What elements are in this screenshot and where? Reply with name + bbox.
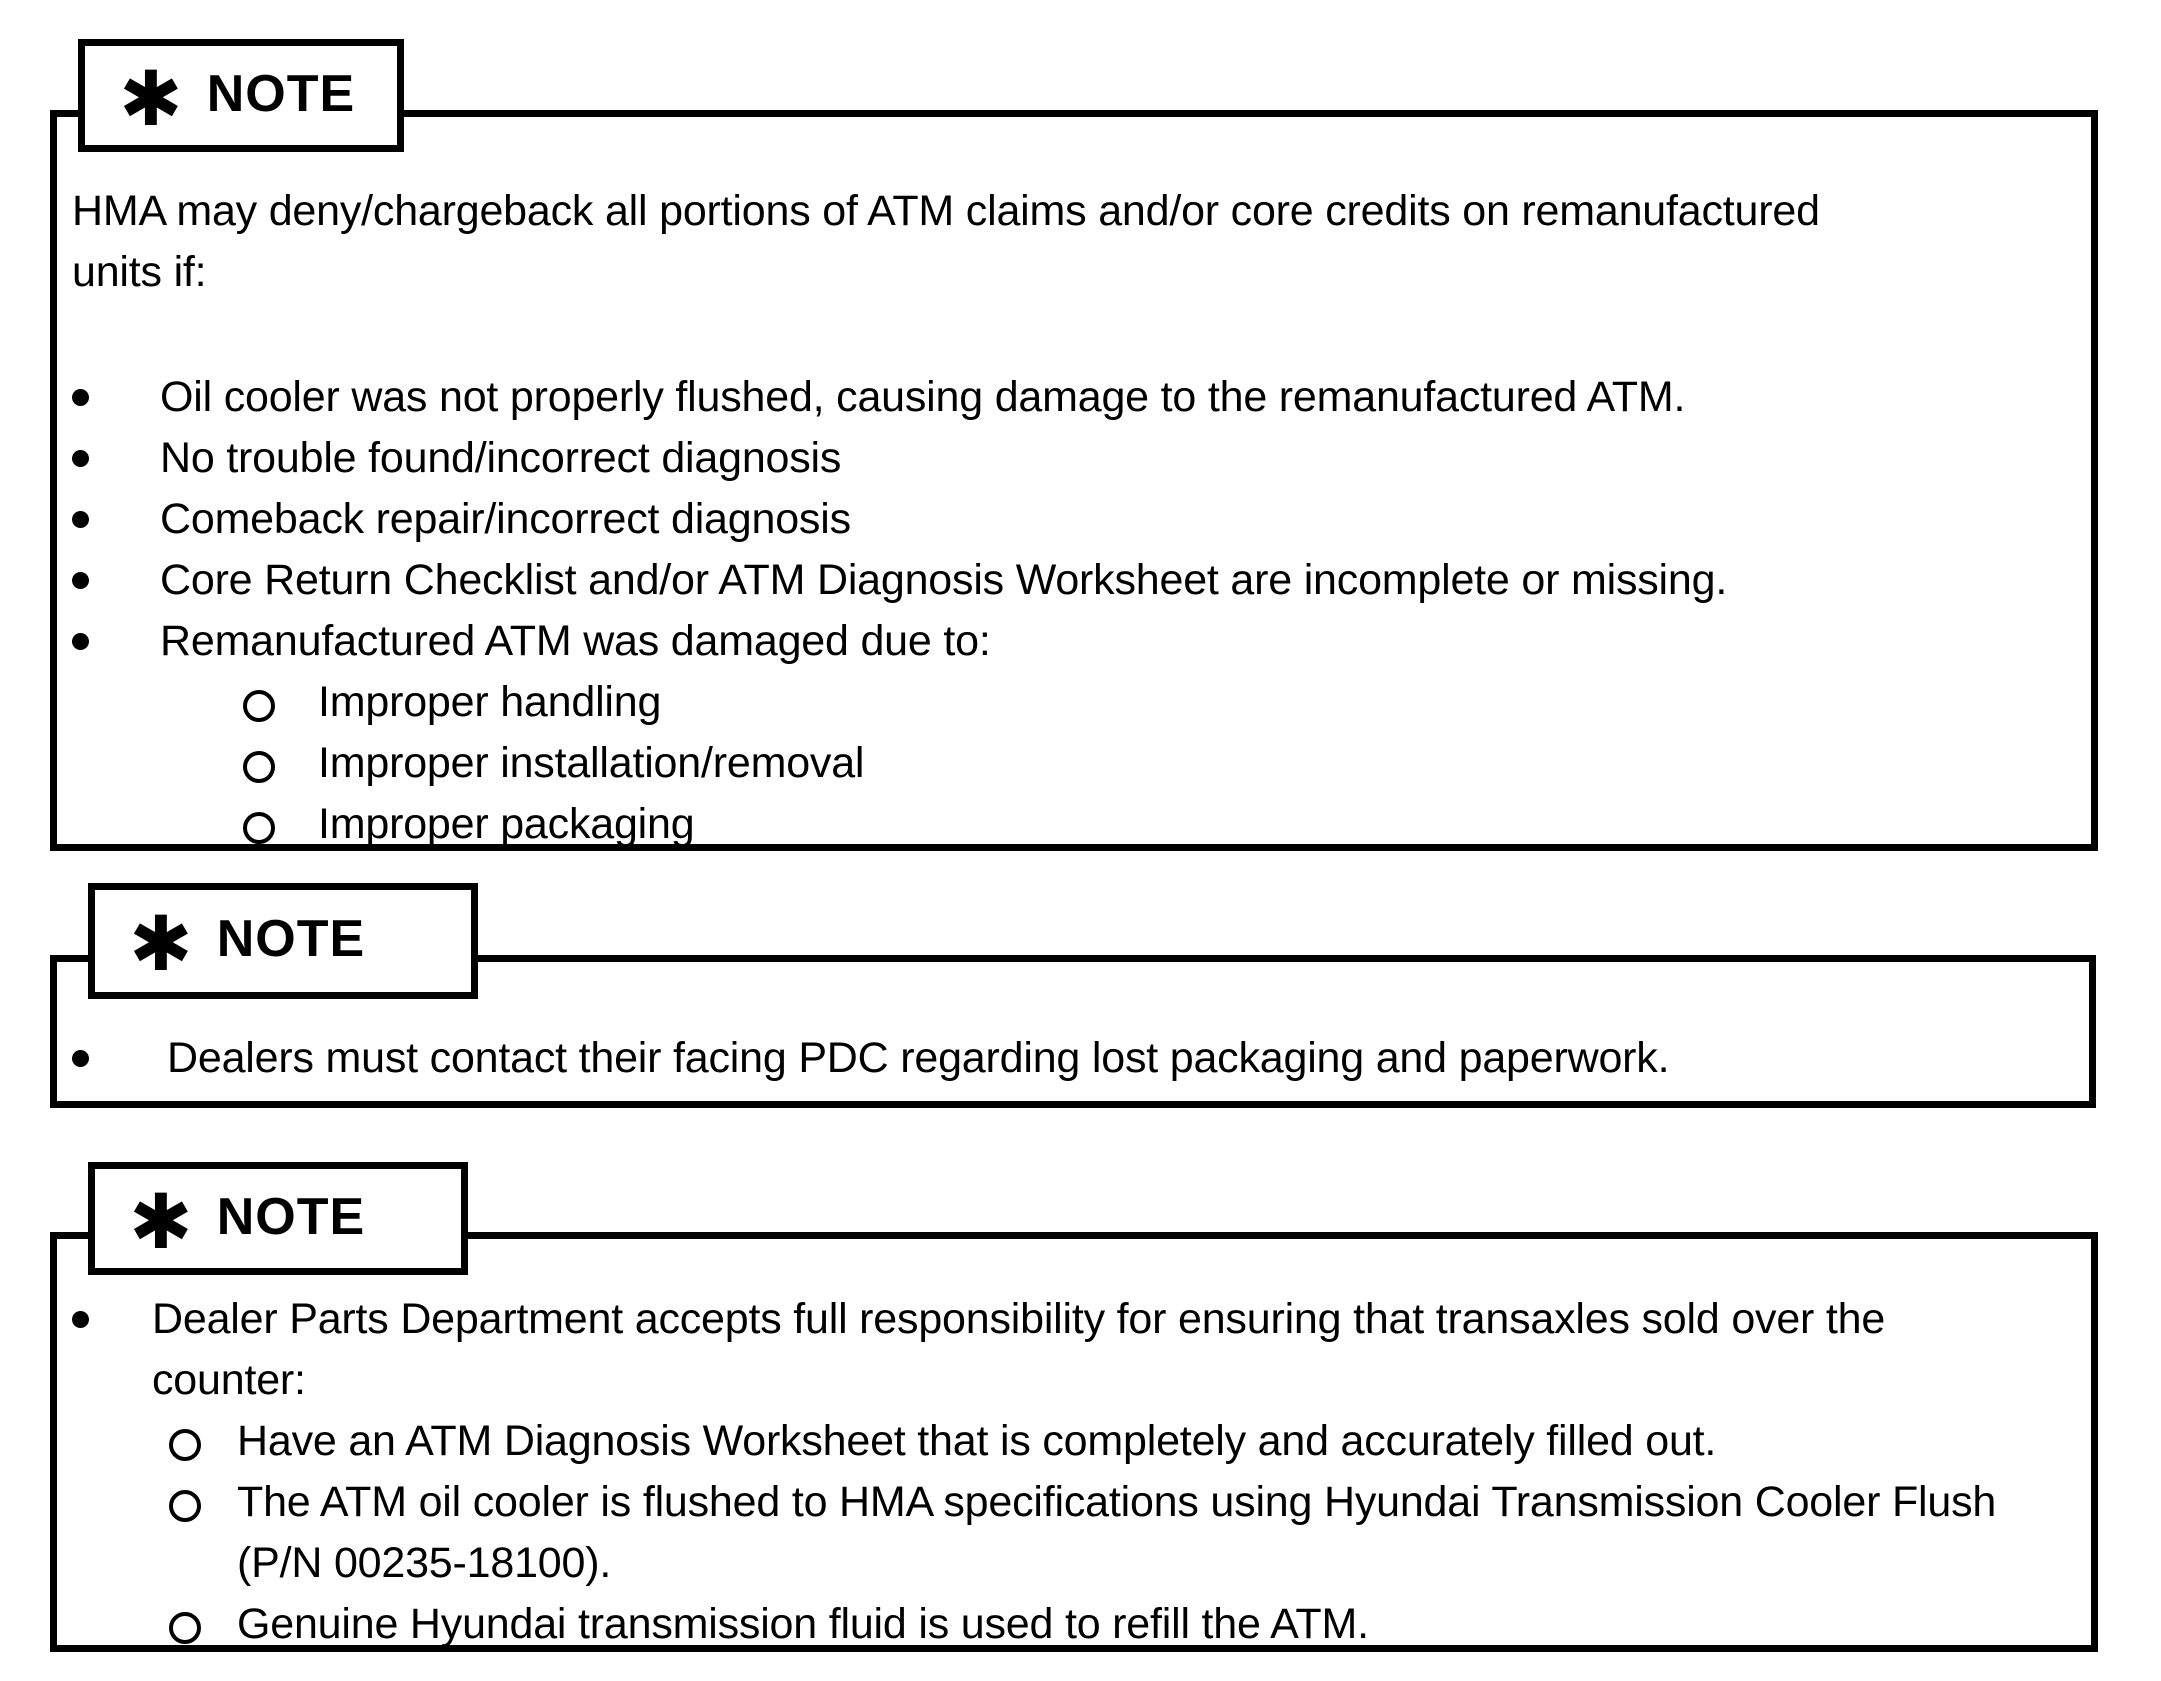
note-intro: HMA may deny/chargeback all portions of …: [72, 187, 1820, 296]
bullet-dot-icon: [72, 489, 160, 528]
note-content: HMA may deny/chargeback all portions of …: [57, 117, 2091, 848]
sub-bullet-circle-icon: [243, 672, 318, 722]
bullet-text: No trouble found/incorrect diagnosis: [160, 434, 842, 482]
bullet-item: Oil cooler was not properly flushed, cau…: [72, 367, 2031, 428]
sub-bullet-text: Improper handling: [318, 678, 662, 726]
sub-bullet-item: Improper installation/removal: [160, 733, 2031, 794]
bullet-item: Comeback repair/incorrect diagnosis: [72, 489, 2031, 550]
bullet-dot-icon: [72, 1028, 167, 1067]
bullet-item: Remanufactured ATM was damaged due to: Im…: [72, 611, 2031, 855]
note-content: Dealer Parts Department accepts full res…: [57, 1239, 2091, 1648]
bullet-item: Dealers must contact their facing PDC re…: [72, 1028, 2029, 1089]
note-tab-label: NOTE: [216, 910, 366, 968]
note-tab-label: NOTE: [216, 1187, 366, 1246]
bullet-dot-icon: [72, 611, 160, 650]
sub-bullet-item: Have an ATM Diagnosis Worksheet that is …: [152, 1411, 2031, 1472]
sub-bullet-text: The ATM oil cooler is flushed to HMA spe…: [237, 1478, 1997, 1587]
sub-bullet-text: Have an ATM Diagnosis Worksheet that is …: [237, 1417, 1717, 1465]
note-box: ✱ NOTE HMA may deny/chargeback all porti…: [50, 39, 2098, 851]
bullet-list: Dealer Parts Department accepts full res…: [72, 1289, 2031, 1655]
bullet-list: Oil cooler was not properly flushed, cau…: [72, 367, 2031, 855]
bullet-dot-icon: [72, 367, 160, 406]
bullet-item: No trouble found/incorrect diagnosis: [72, 428, 2031, 489]
note-box: ✱ NOTE Dealer Parts Department accepts f…: [50, 1162, 2098, 1652]
sub-bullet-item: Genuine Hyundai transmission fluid is us…: [152, 1594, 2031, 1655]
bullet-list: Dealers must contact their facing PDC re…: [72, 1028, 2029, 1089]
sub-bullet-list: Have an ATM Diagnosis Worksheet that is …: [152, 1411, 2031, 1655]
sub-bullet-item: Improper packaging: [160, 794, 2031, 855]
bullet-item: Core Return Checklist and/or ATM Diagnos…: [72, 550, 2031, 611]
bullet-text: Dealers must contact their facing PDC re…: [167, 1034, 1670, 1082]
sub-bullet-circle-icon: [169, 1472, 237, 1522]
sub-bullet-text: Improper installation/removal: [318, 739, 865, 787]
bullet-text: Oil cooler was not properly flushed, cau…: [160, 373, 1686, 421]
sub-bullet-circle-icon: [169, 1411, 237, 1461]
note-content: Dealers must contact their facing PDC re…: [57, 962, 2089, 1101]
sub-bullet-item: The ATM oil cooler is flushed to HMA spe…: [152, 1472, 2031, 1594]
bullet-dot-icon: [72, 428, 160, 467]
note-tab-label: NOTE: [206, 64, 356, 123]
note-box: ✱ NOTE Dealers must contact their facing…: [50, 883, 2096, 1108]
sub-bullet-text: Improper packaging: [318, 800, 695, 848]
bullet-text: Remanufactured ATM was damaged due to:: [160, 617, 991, 665]
sub-bullet-circle-icon: [243, 733, 318, 783]
sub-bullet-text: Genuine Hyundai transmission fluid is us…: [237, 1600, 1369, 1648]
note-tab: ✱ NOTE: [88, 883, 478, 999]
note-tab: ✱ NOTE: [88, 1162, 468, 1275]
bullet-text: Dealer Parts Department accepts full res…: [152, 1295, 1886, 1404]
bullet-item: Dealer Parts Department accepts full res…: [72, 1289, 2031, 1655]
bullet-dot-icon: [72, 1289, 152, 1328]
bullet-dot-icon: [72, 550, 160, 589]
bullet-text: Core Return Checklist and/or ATM Diagnos…: [160, 556, 1728, 604]
sub-bullet-circle-icon: [169, 1594, 237, 1644]
note-tab: ✱ NOTE: [78, 39, 404, 152]
sub-bullet-circle-icon: [243, 794, 318, 844]
bullet-text: Comeback repair/incorrect diagnosis: [160, 495, 851, 543]
sub-bullet-item: Improper handling: [160, 672, 2031, 733]
